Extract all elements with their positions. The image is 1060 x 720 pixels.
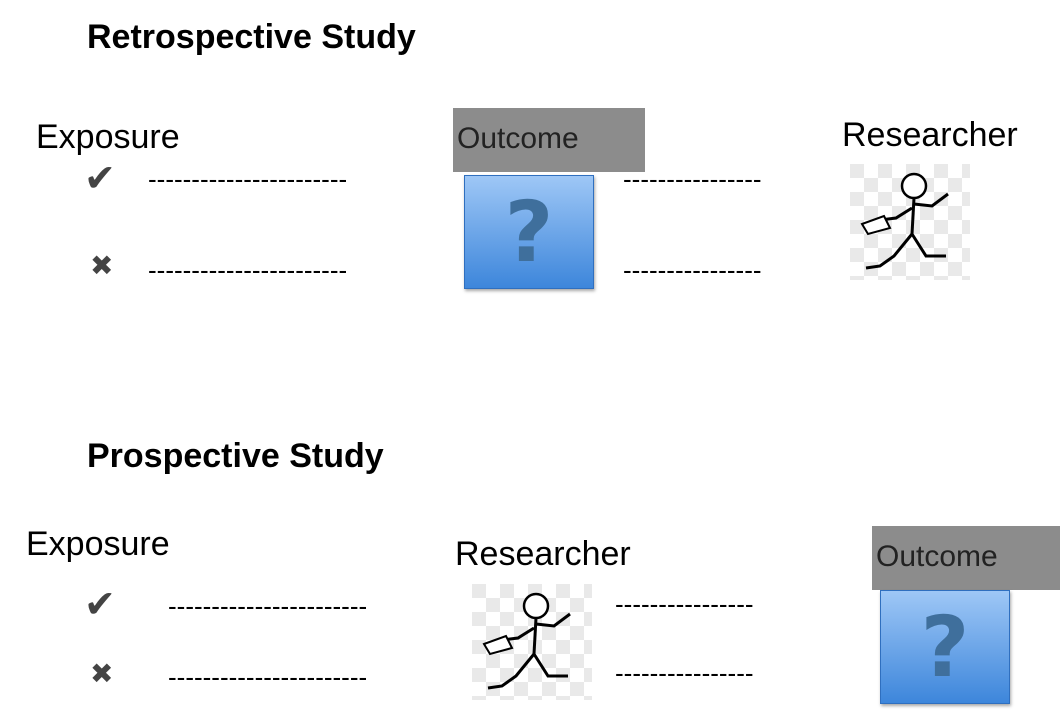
retrospective-researcher-label: Researcher xyxy=(842,116,1018,154)
prospective-exposure-label: Exposure xyxy=(26,525,170,563)
prospective-unexposed-cross-icon: ✖ xyxy=(90,658,114,689)
retrospective-unexposed-dash-left: ----------------------- xyxy=(148,255,348,285)
retrospective-exposed-dash-right: ---------------- xyxy=(623,164,762,194)
retrospective-exposed-check-icon: ✔ xyxy=(84,158,116,200)
prospective-exposed-dash-left: ----------------------- xyxy=(168,591,368,621)
retrospective-question-box: ? xyxy=(464,175,594,289)
retrospective-unexposed-dash-right: ---------------- xyxy=(623,255,762,285)
question-mark-icon: ? xyxy=(504,183,554,281)
prospective-unexposed-dash-right: ---------------- xyxy=(615,658,754,688)
prospective-exposed-dash-right: ---------------- xyxy=(615,589,754,619)
prospective-unexposed-dash-left: ----------------------- xyxy=(168,662,368,692)
prospective-outcome-label: Outcome xyxy=(876,540,998,573)
retrospective-heading: Retrospective Study xyxy=(87,18,416,56)
prospective-researcher-label: Researcher xyxy=(455,535,631,573)
walking-stick-figure-icon xyxy=(850,164,970,280)
retrospective-exposure-label: Exposure xyxy=(36,118,180,156)
question-mark-icon: ? xyxy=(920,598,970,696)
retrospective-outcome-label: Outcome xyxy=(457,122,579,155)
walking-stick-figure-icon xyxy=(472,584,592,700)
retrospective-unexposed-cross-icon: ✖ xyxy=(90,250,114,281)
prospective-outcome-banner: Outcome xyxy=(872,526,1060,590)
retrospective-exposed-dash-left: ----------------------- xyxy=(148,164,348,194)
retrospective-outcome-banner: Outcome xyxy=(453,108,645,172)
prospective-exposed-check-icon: ✔ xyxy=(84,584,116,626)
prospective-heading: Prospective Study xyxy=(87,437,384,475)
prospective-question-box: ? xyxy=(880,590,1010,704)
